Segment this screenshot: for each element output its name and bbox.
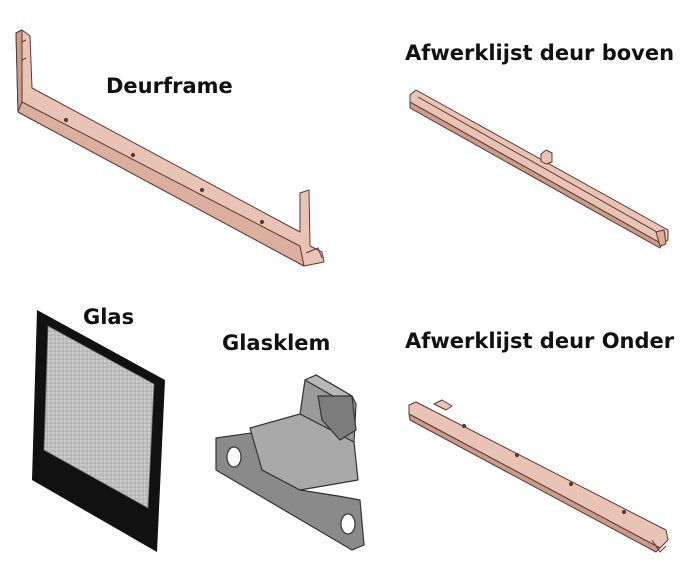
afwerklijst-boven-label: Afwerklijst deur boven bbox=[405, 41, 675, 65]
glas-part bbox=[32, 310, 165, 552]
afwerklijst-onder-part bbox=[408, 399, 669, 553]
afwerklijst-boven-part bbox=[409, 89, 669, 249]
glasklem-label: Glasklem bbox=[222, 331, 331, 355]
glas-label: Glas bbox=[83, 305, 135, 329]
glasklem-part bbox=[215, 374, 365, 551]
deurframe-part bbox=[15, 29, 325, 267]
afwerklijst-onder-label: Afwerklijst deur Onder bbox=[405, 329, 675, 353]
deurframe-label: Deurframe bbox=[106, 74, 233, 98]
